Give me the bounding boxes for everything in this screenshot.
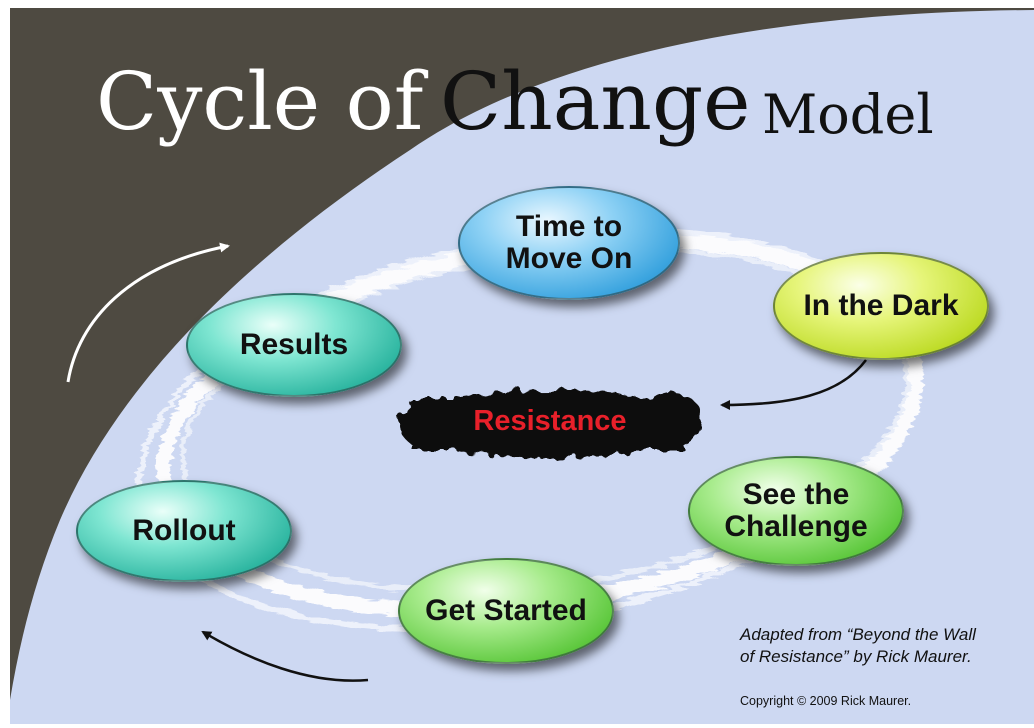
arrow-bottom-left [201, 630, 369, 682]
stage-results: Results [186, 293, 402, 397]
attribution-text: Adapted from “Beyond the Wall of Resista… [740, 625, 976, 667]
title-model: Model [762, 83, 934, 146]
arrow-upper-left [66, 242, 230, 383]
title-cycle-of: Cycle of [96, 55, 424, 148]
stage-get-started: Get Started [398, 558, 614, 664]
arrow-dark-to-resistance [720, 359, 868, 410]
stage-time-line1: Time to [515, 209, 623, 243]
dark-swoosh [10, 8, 1034, 700]
stage-time-line2: Move On [505, 242, 633, 275]
stage-rollout-label: Rollout [132, 513, 236, 547]
stage-time-to-move-on: Time to Move On [458, 186, 680, 300]
copyright-text: Copyright © 2009 Rick Maurer. [740, 694, 912, 708]
stage-results-label: Results [239, 327, 349, 361]
stage-see-the-challenge: See the Challenge [688, 456, 904, 566]
stage-dark-label: In the Dark [803, 288, 959, 322]
stage-rollout: Rollout [76, 480, 292, 582]
stage-see-line1: See the [742, 477, 850, 511]
stage-in-the-dark: In the Dark [773, 252, 989, 360]
resistance-label: Resistance [473, 405, 627, 437]
stage-get-label: Get Started [425, 593, 587, 627]
title-change: Change [440, 55, 751, 148]
stage-see-line2: Challenge [724, 510, 868, 543]
resistance-scribble [398, 390, 702, 458]
